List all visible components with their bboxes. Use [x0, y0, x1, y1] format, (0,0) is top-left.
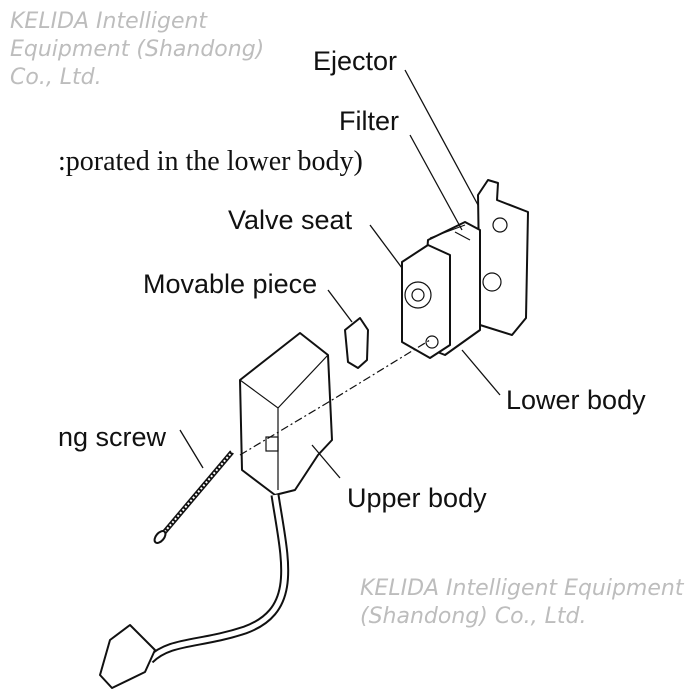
label-fixing-screw: ng screw	[58, 422, 167, 452]
fixing-screw	[153, 450, 234, 544]
lower-body-assembly	[401, 179, 529, 359]
label-lower-body: Lower body	[506, 385, 646, 415]
upper-body	[239, 332, 333, 496]
connector	[99, 624, 156, 689]
label-upper-body: Upper body	[347, 483, 487, 513]
label-ejector: Ejector	[313, 46, 397, 76]
label-valve-seat: Valve seat	[228, 205, 353, 235]
movable-piece	[344, 317, 369, 369]
watermark: KELIDA Intelligent Equipment (Shandong) …	[360, 576, 684, 629]
label-filter: Filter	[339, 106, 399, 136]
caption-fragment: :porated in the lower body)	[58, 146, 363, 177]
watermark: KELIDA Intelligent Equipment (Shandong) …	[10, 9, 265, 90]
label-movable-piece: Movable piece	[143, 269, 317, 299]
